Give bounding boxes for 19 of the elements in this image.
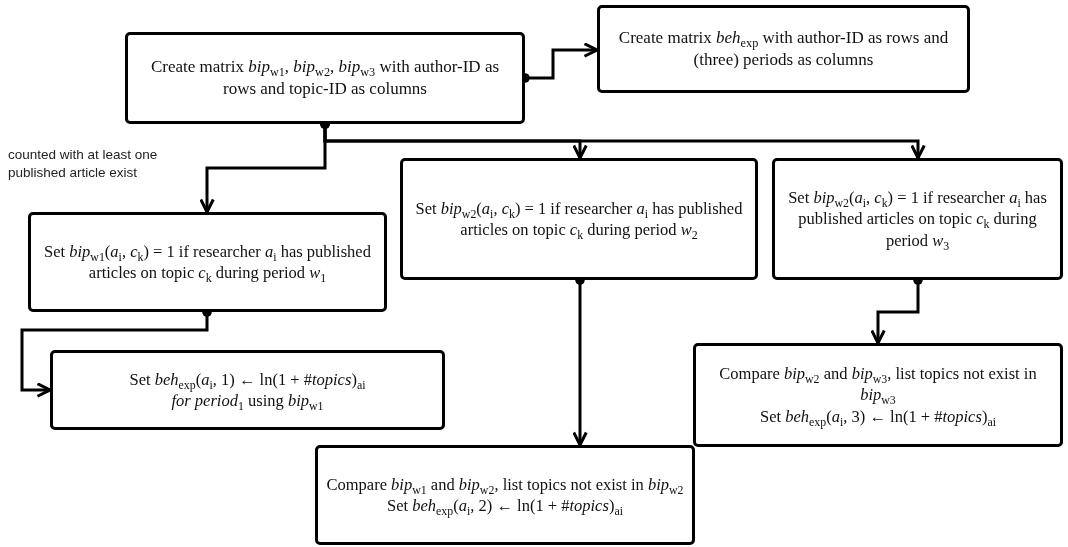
process-box — [315, 445, 695, 545]
box-text: Set bip$_{w1}$(a$_{i}$, c$_{k}$) = 1 if researcher a$_{i}$ has published articles on topic c$_{k}$ during period w$_{1}$ — [43, 240, 372, 284]
process-box — [50, 350, 445, 430]
process-box — [28, 212, 387, 312]
box-text: Set bip$_{w2}$(a$_{i}$, c$_{k}$) = 1 if researcher a$_{i}$ has published articles on topic c$_{k}$ during period w$_{3}$ — [787, 186, 1048, 252]
condition-note: counted with at least one published article exist — [8, 146, 159, 183]
process-box — [597, 5, 970, 93]
box-text: Set bip$_{w2}$(a$_{i}$, c$_{k}$) = 1 if researcher a$_{i}$ has published articles on topic c$_{k}$ during period w$_{2}$ — [414, 197, 744, 241]
box-text: Create matrix beh$_{exp}$ with author-ID as rows and (three) periods as columns — [617, 26, 950, 71]
process-box — [693, 343, 1063, 447]
box-text: Compare bip$_{w1}$ and bip$_{w2}$, list topics not exist in bip$_{w2}$ — [326, 473, 684, 495]
process-box — [400, 158, 758, 280]
process-box — [125, 32, 525, 124]
box-text: Set beh$_{exp}$(a$_{i}$, 2) ← ln(1 + #topics)$_{ai}$ — [387, 495, 623, 517]
process-box — [772, 158, 1063, 280]
box-text: Create matrix bip$_{w1}$, bip$_{w2}$, bip$_{w3}$ with author-ID as rows and topic-ID as columns — [149, 55, 501, 100]
box-text: Set beh$_{exp}$(a$_{i}$, 1) ← ln(1 + #topics)$_{ai}$ — [129, 368, 366, 390]
box-text: Set beh$_{exp}$(a$_{i}$, 3) ← ln(1 + #topics)$_{ai}$ — [760, 405, 996, 428]
box-text: for period$_{1}$ using bip$_{w1}$ — [171, 391, 324, 412]
